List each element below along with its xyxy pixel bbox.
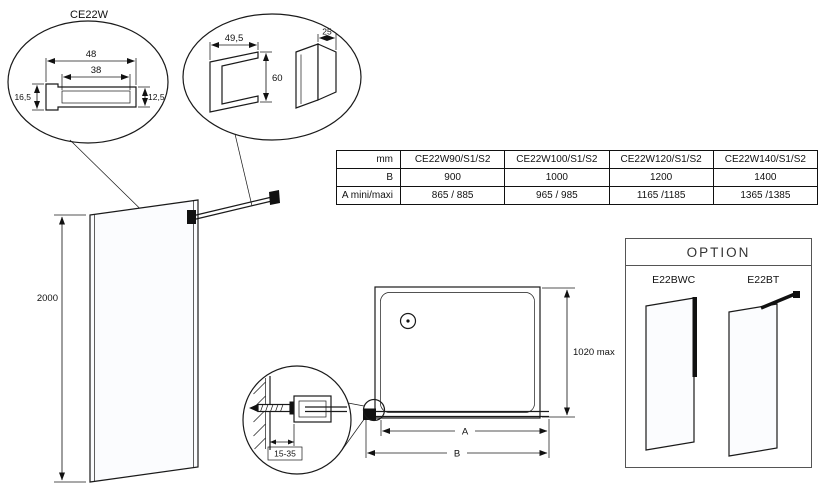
bar-wall-bracket: [269, 190, 280, 205]
table-header-row: mm CE22W90/S1/S2 CE22W100/S1/S2 CE22W120…: [336, 150, 819, 169]
glass-panel-side-view: 2000: [37, 190, 280, 483]
callout-connector: [341, 417, 366, 451]
dim-clamp-width: 49,5: [209, 33, 259, 60]
option-title: OPTION: [626, 239, 811, 266]
value-cell: 1200: [608, 168, 714, 187]
glass-panel: [89, 199, 199, 483]
shower-tray: [374, 286, 541, 419]
dim-adjust-range: 15-35: [267, 424, 303, 461]
profile-code-label: CE22W: [70, 9, 109, 21]
fixing-detail-callout: 15-35: [242, 365, 366, 475]
wall-profile-plan-block: [363, 408, 376, 420]
dim-width-b: B: [365, 420, 548, 460]
bar-wall-bracket: [793, 291, 801, 298]
drain-center-dot: [406, 319, 410, 323]
model-header-cell: CE22W120/S1/S2: [608, 150, 714, 169]
dim-label: 48: [86, 49, 97, 60]
value-cell: 1165 /1185: [608, 186, 714, 205]
leader-line: [234, 133, 253, 207]
option-panel: OPTION E22BWC E22BT: [625, 238, 812, 468]
glass-panel: [728, 303, 778, 457]
value-cell: 1000: [504, 168, 610, 187]
wall-bracket-front-face: [317, 43, 337, 101]
option-body: E22BWC E22BT: [626, 266, 811, 462]
dimension-table: mm CE22W90/S1/S2 CE22W100/S1/S2 CE22W120…: [336, 150, 819, 205]
option-code-label: E22BT: [747, 274, 780, 286]
dim-label: 25: [322, 27, 332, 37]
tray-inner-rim: [380, 292, 535, 413]
dim-label: 49,5: [225, 33, 244, 44]
value-cell: 1400: [712, 168, 819, 187]
wall-profile-section-small: [293, 395, 332, 423]
row-label-cell: A mini/maxi: [336, 186, 401, 205]
dim-depth-max: 1020 max: [542, 287, 615, 418]
option-item-e22bwc: E22BWC: [632, 274, 716, 462]
dim-label: 12,5: [148, 92, 165, 102]
dim-label: A: [462, 427, 469, 438]
unit-header-cell: mm: [336, 150, 401, 169]
profile-inner-cavity: [298, 400, 327, 418]
value-cell: 1365 /1385: [712, 186, 819, 205]
drain-icon: [399, 312, 417, 330]
option-code-label: E22BWC: [652, 274, 696, 286]
detail-bubble-outline: [7, 20, 169, 144]
profile-inner-cavity: [61, 90, 131, 104]
table-row: B 900 1000 1200 1400: [336, 168, 819, 187]
dim-label: 38: [91, 65, 102, 76]
dim-label: 2000: [37, 293, 58, 304]
anchor-screw-icon: [249, 401, 294, 415]
wall-profile-section: [45, 83, 137, 111]
value-cell: 865 / 885: [399, 186, 506, 205]
wall-bracket-side-face: [295, 43, 319, 109]
value-cell: 965 / 985: [504, 186, 610, 205]
support-bar: [187, 190, 280, 224]
callout-connector: [347, 402, 365, 407]
model-header-cell: CE22W140/S1/S2: [712, 150, 819, 169]
dim-inner-width: 38: [61, 65, 131, 90]
wall-profile-detail-callout: CE22W 48 38 16,5: [7, 9, 171, 239]
bracket-detail-callout: 49,5 60 25: [182, 13, 362, 207]
support-post: [692, 297, 697, 377]
dim-width-a: A: [380, 419, 550, 458]
dim-right-height: 12,5: [138, 86, 165, 108]
dim-box: [267, 446, 303, 461]
dim-bracket-width: 25: [317, 27, 337, 50]
fixed-panel-with-bar-drawing: [728, 291, 801, 457]
dim-clamp-height: 60: [260, 51, 283, 103]
value-cell: 900: [399, 168, 506, 187]
model-header-cell: CE22W100/S1/S2: [504, 150, 610, 169]
plan-view: A B 1020 max: [362, 286, 615, 460]
bar-glass-clamp: [187, 210, 196, 224]
row-label-cell: B: [336, 168, 401, 187]
table-row: A mini/maxi 865 / 885 965 / 985 1165 /11…: [336, 186, 819, 205]
dim-glass-height: 2000: [37, 214, 86, 483]
fixed-panel-with-post-drawing: [645, 297, 697, 451]
dim-label: B: [454, 449, 460, 460]
option-item-e22bt: E22BT: [721, 274, 805, 462]
dim-left-height: 16,5: [14, 83, 44, 111]
dim-label: 15-35: [274, 449, 296, 459]
model-header-cell: CE22W90/S1/S2: [399, 150, 506, 169]
glass-panel: [645, 297, 695, 451]
dim-label: 1020 max: [573, 347, 615, 358]
support-bar: [760, 292, 796, 310]
detail-marker-circle: [362, 398, 386, 422]
glass-clamp-section: [209, 51, 259, 113]
dim-outer-width: 48: [45, 49, 137, 85]
dim-label: 16,5: [14, 92, 31, 102]
dim-label: 60: [272, 73, 283, 84]
